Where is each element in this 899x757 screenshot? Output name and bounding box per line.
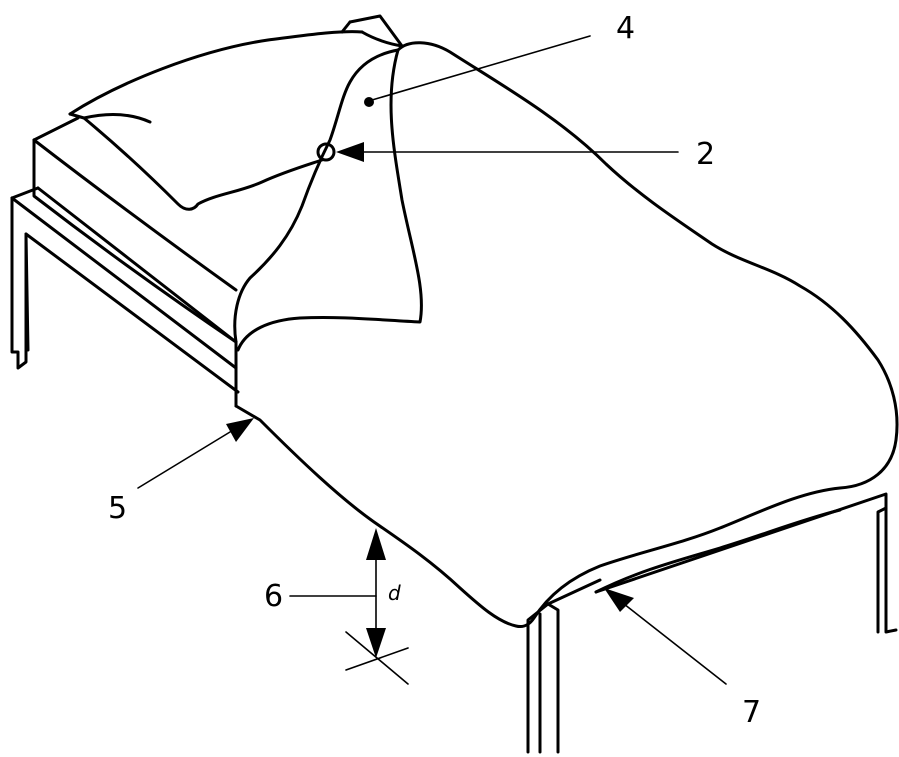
bed-frame-head — [10, 186, 240, 394]
mattress — [32, 116, 238, 344]
duvet-fold — [233, 48, 423, 408]
bed-frame-foot — [526, 492, 898, 754]
callout-6-label: 6 — [264, 579, 283, 614]
callout-2: 2 — [316, 137, 715, 172]
callout-4-label: 4 — [616, 11, 635, 46]
callout-4: 4 — [364, 11, 635, 107]
pillow — [68, 14, 404, 211]
callout-5: 5 — [108, 418, 254, 526]
callout-6-dimension: 6 d — [264, 528, 409, 685]
duvet — [234, 41, 899, 628]
dimension-d-label: d — [388, 581, 401, 605]
callout-2-label: 2 — [696, 137, 715, 172]
callout-5-label: 5 — [108, 491, 127, 526]
callout-7-label: 7 — [742, 695, 761, 730]
callout-7: 7 — [604, 588, 761, 730]
